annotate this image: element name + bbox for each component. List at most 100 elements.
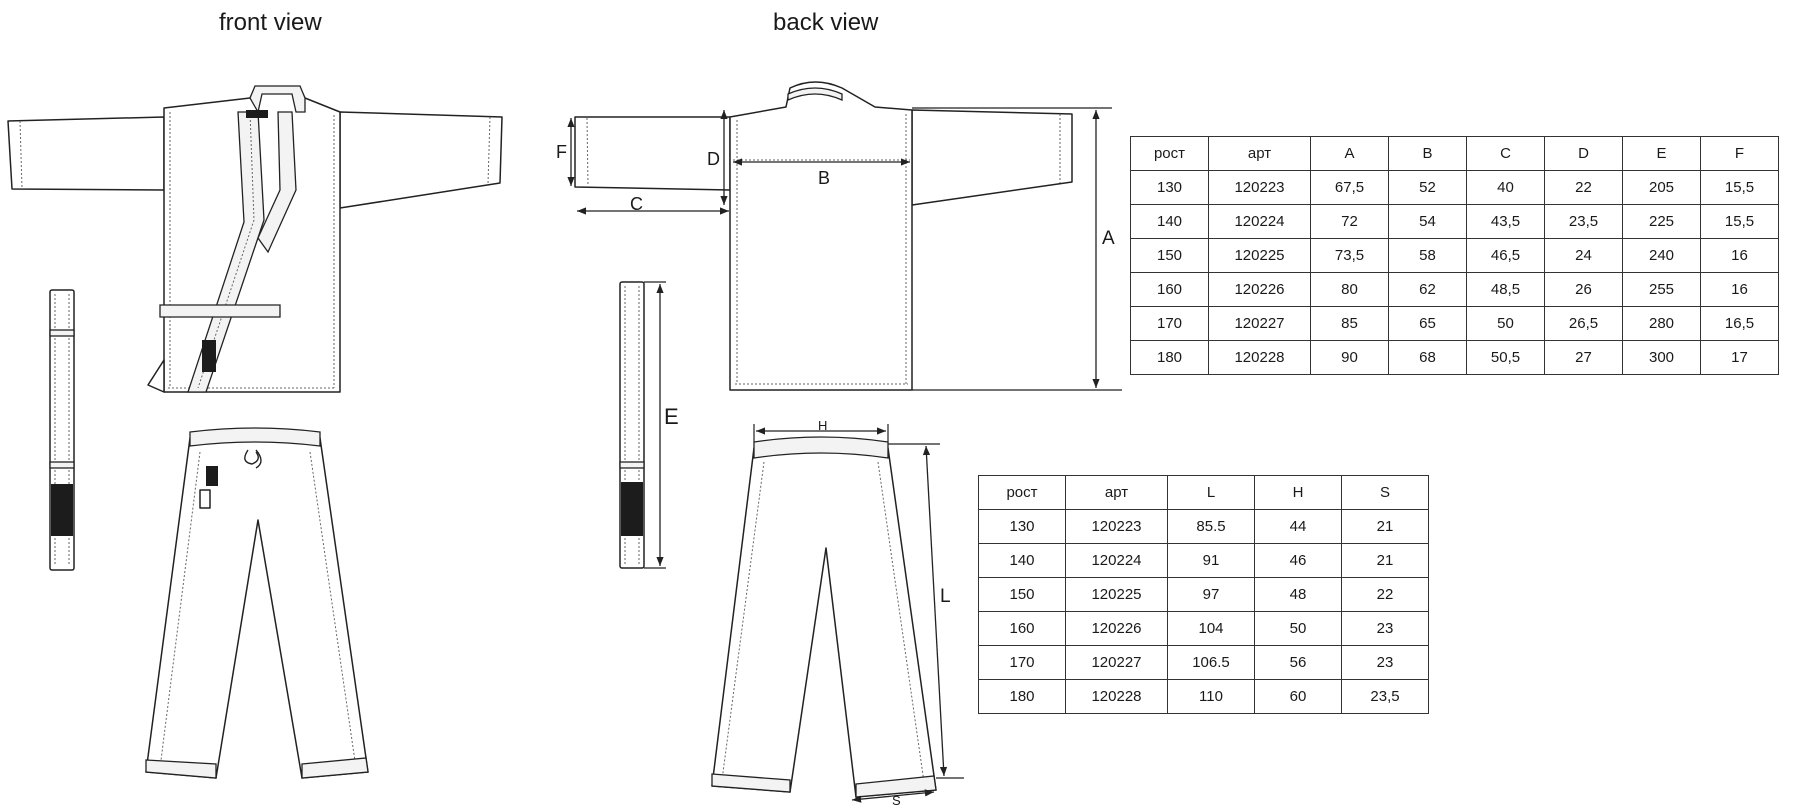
back-waistband [753, 436, 889, 459]
front-view-heading: front view [219, 9, 322, 36]
table-header-cell: L [1167, 475, 1255, 510]
back-cuff-left [711, 773, 791, 793]
table-cell: 90 [1310, 340, 1389, 375]
back-jacket-body [729, 81, 913, 391]
dimension-a: A [912, 107, 1122, 391]
dimension-c: C [577, 194, 729, 215]
front-left-sleeve [7, 116, 165, 191]
table-cell: 120224 [1208, 204, 1311, 239]
table-row: 150 120225 73,5 58 46,5 24 240 16 [1130, 238, 1779, 273]
front-belt-knot [159, 304, 281, 318]
table-cell: 130 [1130, 170, 1209, 205]
table-header-cell: C [1466, 136, 1545, 171]
table-cell: 85.5 [1167, 509, 1255, 544]
front-cuff-left [145, 759, 217, 779]
table-cell: 110 [1167, 679, 1255, 714]
dimension-h-label: H [818, 418, 827, 433]
table-cell: 205 [1622, 170, 1701, 205]
table-row: 180 120228 110 60 23,5 [978, 679, 1429, 714]
front-right-sleeve [339, 111, 503, 209]
table-cell: 24 [1544, 238, 1623, 273]
dimension-e: E [644, 281, 679, 569]
table-cell: 106.5 [1167, 645, 1255, 680]
table-cell: 85 [1310, 306, 1389, 341]
table-row: 130 120223 85.5 44 21 [978, 509, 1429, 544]
table-cell: 50,5 [1466, 340, 1545, 375]
table-cell: 240 [1622, 238, 1701, 273]
table-cell: 68 [1388, 340, 1467, 375]
table-row: 170 120227 106.5 56 23 [978, 645, 1429, 680]
table-cell: 73,5 [1310, 238, 1389, 273]
table-cell: 80 [1310, 272, 1389, 307]
front-pants-shape [145, 437, 369, 779]
table-cell: 180 [978, 679, 1066, 714]
table-cell: 22 [1544, 170, 1623, 205]
table-cell: 97 [1167, 577, 1255, 612]
dimension-l: L [888, 443, 964, 779]
dimension-s-line [851, 789, 935, 803]
table-cell: 16,5 [1700, 306, 1779, 341]
table-cell: 43,5 [1466, 204, 1545, 239]
table-cell: 120223 [1065, 509, 1168, 544]
table-row: 150 120225 97 48 22 [978, 577, 1429, 612]
front-belt [49, 289, 75, 571]
back-right-sleeve [911, 109, 1073, 206]
table-cell: 150 [1130, 238, 1209, 273]
dimension-f-label: F [556, 142, 567, 162]
table-cell: 120227 [1065, 645, 1168, 680]
brand-logo-patch [51, 484, 73, 536]
table-cell: 120225 [1208, 238, 1311, 273]
brand-logo-patch [206, 466, 218, 486]
brand-logo-patch [621, 482, 643, 536]
table-row: 170 120227 85 65 50 26,5 280 16,5 [1130, 306, 1779, 341]
table-cell: 120224 [1065, 543, 1168, 578]
front-collar [249, 85, 306, 114]
table-cell: 120227 [1208, 306, 1311, 341]
table-row: 160 120226 80 62 48,5 26 255 16 [1130, 272, 1779, 307]
table-cell: 58 [1388, 238, 1467, 273]
dimension-b: B [733, 158, 910, 188]
dimension-s: S [851, 789, 935, 808]
table-header-row: рост арт A B C D E F [1130, 136, 1779, 171]
table-cell: 50 [1466, 306, 1545, 341]
dimension-a-label: A [1102, 228, 1115, 249]
jacket-size-table: рост арт A B C D E F 130 120223 67,5 52 … [1130, 136, 1779, 375]
table-cell: 50 [1254, 611, 1342, 646]
table-cell: 255 [1622, 272, 1701, 307]
table-cell: 120228 [1065, 679, 1168, 714]
table-cell: 54 [1388, 204, 1467, 239]
table-header-cell: F [1700, 136, 1779, 171]
dimension-b-label: B [818, 168, 830, 188]
table-cell: 120228 [1208, 340, 1311, 375]
table-cell: 140 [1130, 204, 1209, 239]
table-cell: 62 [1388, 272, 1467, 307]
table-cell: 23 [1341, 611, 1429, 646]
back-view-heading: back view [773, 9, 879, 36]
dimension-d: D [707, 110, 728, 205]
table-header-cell: рост [978, 475, 1066, 510]
back-belt [619, 281, 645, 569]
table-cell: 22 [1341, 577, 1429, 612]
table-cell: 140 [978, 543, 1066, 578]
table-cell: 130 [978, 509, 1066, 544]
table-cell: 160 [978, 611, 1066, 646]
table-header-cell: арт [1208, 136, 1311, 171]
dimension-l-label: L [940, 586, 951, 607]
table-cell: 46,5 [1466, 238, 1545, 273]
table-cell: 180 [1130, 340, 1209, 375]
table-cell: 21 [1341, 543, 1429, 578]
table-header-cell: A [1310, 136, 1389, 171]
table-row: 140 120224 91 46 21 [978, 543, 1429, 578]
table-cell: 44 [1254, 509, 1342, 544]
table-cell: 23 [1341, 645, 1429, 680]
front-pants [145, 427, 369, 779]
table-header-row: рост арт L H S [978, 475, 1429, 510]
brand-logo-patch [202, 340, 216, 372]
table-cell: 120226 [1208, 272, 1311, 307]
table-cell: 26,5 [1544, 306, 1623, 341]
table-cell: 170 [978, 645, 1066, 680]
table-cell: 46 [1254, 543, 1342, 578]
front-jacket [7, 85, 503, 393]
table-header-cell: H [1254, 475, 1342, 510]
